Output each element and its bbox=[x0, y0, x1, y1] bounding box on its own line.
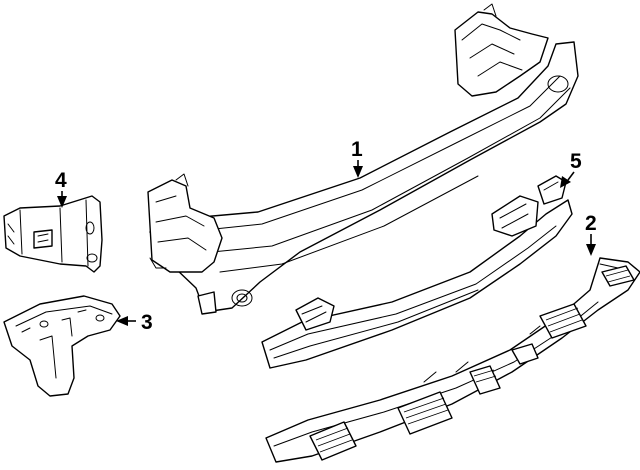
callout-3-label: 3 bbox=[141, 311, 153, 334]
part-1-reinforcement-beam bbox=[147, 3, 579, 315]
callout-2: 2 bbox=[585, 212, 597, 256]
callout-4: 4 bbox=[55, 169, 67, 208]
callout-1-label: 1 bbox=[351, 138, 363, 161]
callout-3: 3 bbox=[116, 311, 153, 334]
callout-5-label: 5 bbox=[570, 150, 582, 173]
part-3-lower-bracket bbox=[3, 295, 121, 397]
callout-5: 5 bbox=[560, 150, 582, 188]
callout-1: 1 bbox=[351, 138, 363, 178]
part-2-lower-absorber bbox=[265, 257, 640, 463]
callout-2-label: 2 bbox=[585, 212, 597, 235]
part-4-upper-bracket bbox=[3, 195, 103, 273]
part-5-absorber-bracket bbox=[261, 175, 573, 369]
callout-4-label: 4 bbox=[55, 169, 67, 192]
